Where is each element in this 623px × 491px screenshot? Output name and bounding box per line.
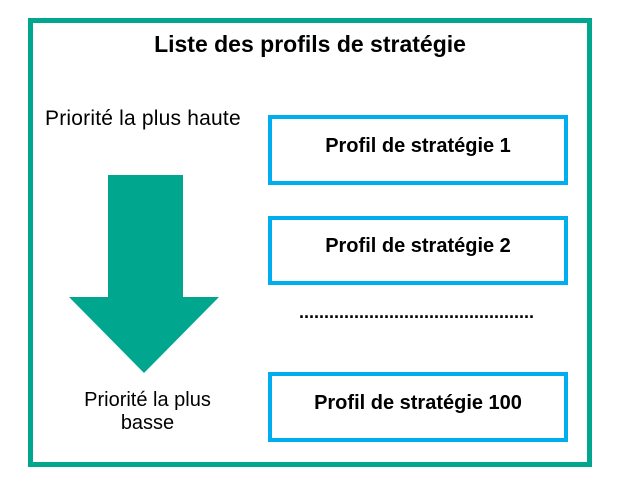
ellipsis-separator: ........................................…	[299, 302, 535, 322]
profile-box-100-label: Profil de stratégie 100	[314, 391, 522, 414]
down-arrow-icon	[69, 175, 219, 373]
profile-box-1-label: Profil de stratégie 1	[325, 134, 511, 157]
profile-box-2-label: Profil de stratégie 2	[325, 235, 511, 257]
priority-high-label: Priorité la plus haute	[45, 107, 241, 130]
profile-box-1: Profil de stratégie 1	[268, 115, 568, 185]
priority-low-label: Priorité la plus basse	[60, 389, 235, 435]
profile-box-100: Profil de stratégie 100	[268, 372, 568, 442]
profile-box-2: Profil de stratégie 2	[268, 216, 568, 285]
priority-low-label-line1: Priorité la plus	[84, 389, 211, 411]
diagram-title: Liste des profils de stratégie	[154, 31, 466, 57]
priority-low-label-line2: basse	[120, 412, 175, 434]
